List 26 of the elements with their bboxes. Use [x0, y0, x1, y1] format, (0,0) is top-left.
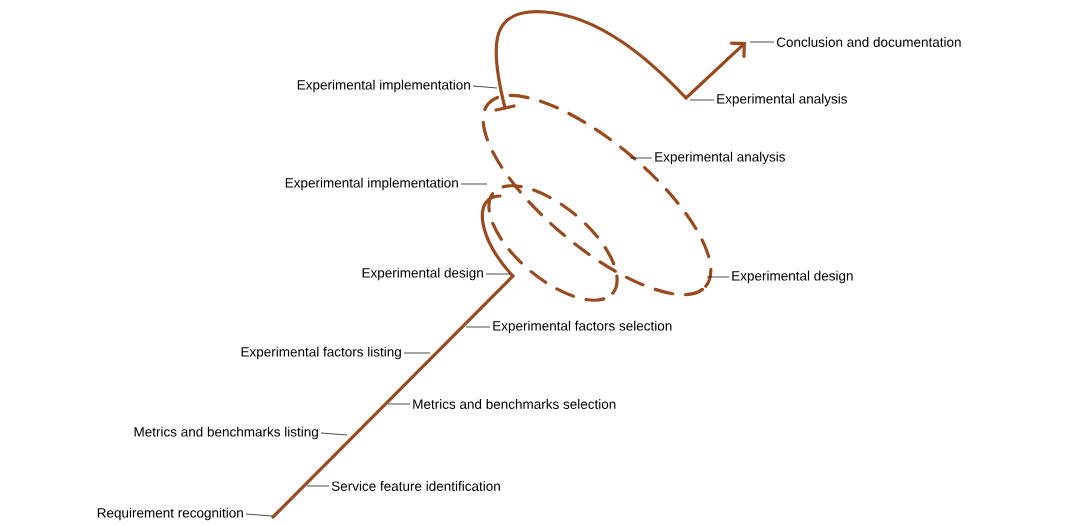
leader-line	[245, 513, 273, 517]
step-label: Experimental analysis	[655, 151, 785, 165]
leader-line	[320, 432, 348, 436]
step-label: Experimental design	[732, 270, 853, 284]
leader-line	[485, 273, 511, 275]
leader-line	[629, 157, 653, 159]
step-label: Experimental analysis	[717, 93, 847, 107]
leader-line	[706, 276, 730, 278]
leader-line	[465, 326, 491, 328]
step-label: Conclusion and documentation	[776, 37, 961, 47]
step-label: Experimental implementation	[297, 79, 470, 93]
leader-line	[403, 352, 431, 354]
step-label: Experimental design	[362, 267, 483, 281]
leader-line	[306, 485, 330, 487]
step-label: Requirement recognition	[97, 507, 243, 521]
step-label: Experimental implementation	[285, 177, 458, 191]
leader-line	[472, 85, 498, 89]
leader-line	[460, 183, 488, 185]
step-label: Experimental factors listing	[241, 346, 401, 360]
step-label: Metrics and benchmarks listing	[134, 426, 318, 440]
leader-line	[749, 41, 775, 43]
step-label: Metrics and benchmarks selection	[413, 399, 616, 409]
step-label: Experimental factors selection	[493, 320, 672, 334]
leader-line	[387, 403, 411, 405]
step-label: Service feature identification	[331, 481, 500, 491]
leader-line	[689, 99, 715, 101]
